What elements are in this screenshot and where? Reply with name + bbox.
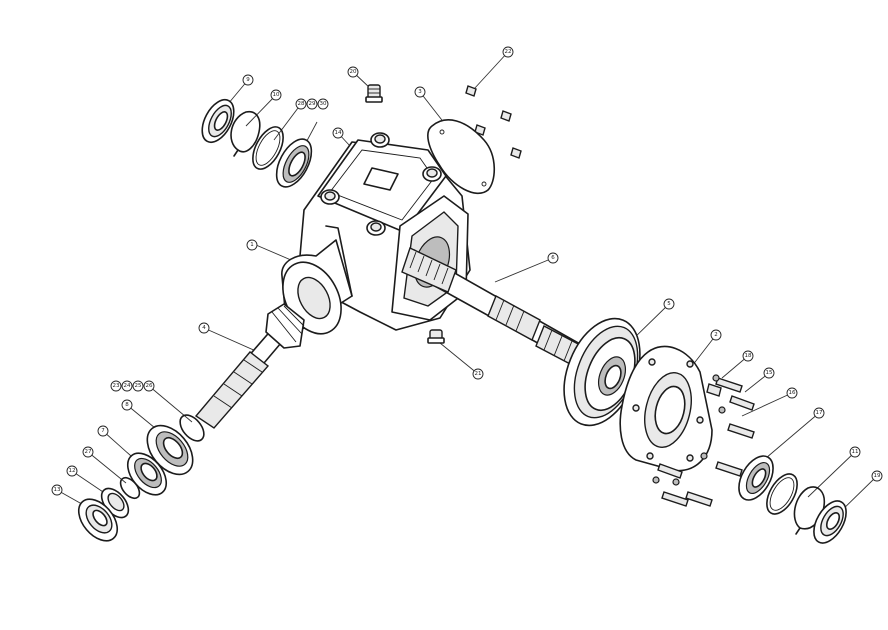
callout-c8-label: 8 [125, 402, 129, 408]
callout-c4: 4 [198, 322, 210, 334]
callout-c30: 30 [317, 98, 329, 110]
callout-c21: 21 [472, 368, 484, 380]
part-callouts: 1 2 3 4 5 6 7 8 9 10 11 12 13 14 15 16 1… [51, 46, 883, 496]
callout-c21-label: 21 [475, 371, 482, 377]
callout-c17-label: 17 [816, 410, 823, 416]
callout-c5-label: 5 [667, 301, 671, 307]
flange-bolts-and-nuts [652, 374, 755, 507]
side-cover-flange [619, 345, 713, 472]
callout-c8: 8 [121, 399, 133, 411]
callout-c25-label: 25 [135, 383, 142, 389]
callout-c26: 26 [143, 380, 155, 392]
callout-c18-label: 18 [745, 353, 752, 359]
callout-c11-label: 11 [852, 449, 859, 455]
output-bearing-stack [738, 455, 847, 544]
callout-c20: 20 [347, 66, 359, 78]
callout-c22-label: 22 [505, 49, 512, 55]
callout-c30-label: 30 [320, 101, 327, 107]
callout-c19: 19 [871, 470, 883, 482]
callout-c17: 17 [813, 407, 825, 419]
callout-c9-label: 9 [246, 77, 250, 83]
callout-c10: 10 [270, 89, 282, 101]
callout-c6: 6 [547, 252, 559, 264]
callout-c14: 14 [332, 127, 344, 139]
callout-c11: 11 [849, 446, 861, 458]
callout-c14-label: 14 [335, 130, 342, 136]
callout-c5: 5 [663, 298, 675, 310]
callout-c25: 25 [132, 380, 144, 392]
callout-c12-label: 12 [69, 468, 76, 474]
callout-c13-label: 13 [54, 487, 61, 493]
breather-plug [365, 84, 383, 103]
top-cover-plate [427, 119, 496, 195]
callout-c28: 28 [295, 98, 307, 110]
callout-c3-label: 3 [418, 89, 422, 95]
callout-c2: 2 [710, 329, 722, 341]
input-pinion-shaft [194, 303, 305, 429]
callout-c28-label: 28 [298, 101, 305, 107]
callout-c18: 18 [742, 350, 754, 362]
callout-c10-label: 10 [273, 92, 280, 98]
callout-c12: 12 [66, 465, 78, 477]
callout-c2-label: 2 [714, 332, 718, 338]
callout-c19-label: 19 [874, 473, 881, 479]
callout-c29: 29 [306, 98, 318, 110]
callout-c20-label: 20 [350, 69, 357, 75]
crown-bevel-gear [563, 317, 641, 427]
callout-c27: 27 [82, 446, 94, 458]
callout-c1-label: 1 [250, 242, 254, 248]
callout-c24: 24 [121, 380, 133, 392]
callout-c29-label: 29 [309, 101, 316, 107]
callout-c27-label: 27 [85, 449, 92, 455]
callout-c3: 3 [414, 86, 426, 98]
callout-c15-label: 15 [766, 370, 773, 376]
drain-plug [427, 329, 445, 344]
callout-c7: 7 [97, 425, 109, 437]
callout-c23: 23 [110, 380, 122, 392]
callout-c9: 9 [242, 74, 254, 86]
callout-c22: 22 [502, 46, 514, 58]
callout-c6-label: 6 [551, 255, 555, 261]
callout-c23-label: 23 [113, 383, 120, 389]
callout-c24-label: 24 [124, 383, 131, 389]
pinion-bearing-stack [77, 414, 205, 542]
callout-c16: 16 [786, 387, 798, 399]
callout-c15: 15 [763, 367, 775, 379]
callout-c1: 1 [246, 239, 258, 251]
callout-c13: 13 [51, 484, 63, 496]
callout-c16-label: 16 [789, 390, 796, 396]
callout-c26-label: 26 [146, 383, 153, 389]
callout-c4-label: 4 [202, 325, 206, 331]
input-seal-and-bearing-stack [201, 98, 313, 188]
callout-c7-label: 7 [101, 428, 105, 434]
